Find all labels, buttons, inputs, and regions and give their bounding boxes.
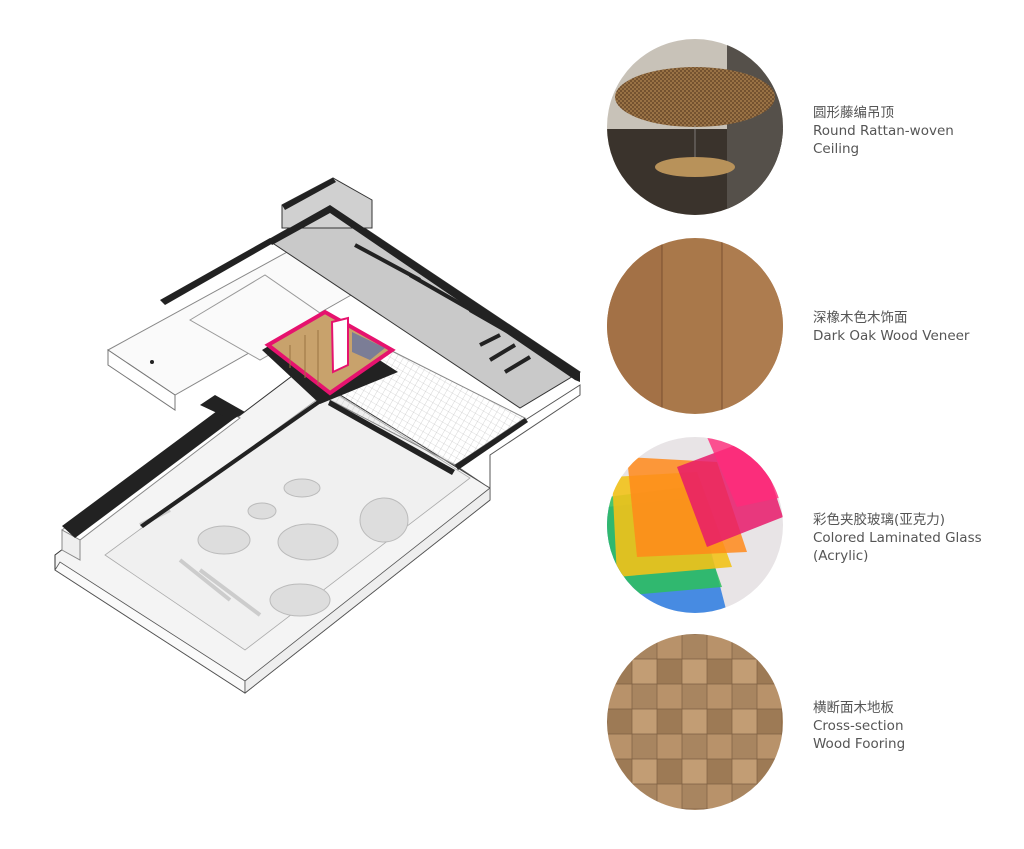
material-label-oak: 深橡木色木饰面 Dark Oak Wood Veneer xyxy=(813,309,969,345)
material-name-en: Colored Laminated Glass xyxy=(813,530,982,546)
oak-veneer-swatch xyxy=(607,238,783,414)
material-name-en: (Acrylic) xyxy=(813,548,869,564)
axonometric-floor-plan xyxy=(54,177,581,694)
highlighted-room xyxy=(264,309,396,396)
end-grain-floor-swatch xyxy=(607,634,783,810)
material-name-en: Cross-section xyxy=(813,718,904,734)
material-name-zh: 彩色夹胶玻璃(亚克力) xyxy=(813,512,946,528)
material-name-en: Wood Fooring xyxy=(813,736,906,752)
material-name-zh: 圆形藤编吊顶 xyxy=(813,105,894,121)
material-label-glass: 彩色夹胶玻璃(亚克力) Colored Laminated Glass (Acr… xyxy=(813,511,982,565)
material-label-rattan: 圆形藤编吊顶 Round Rattan-woven Ceiling xyxy=(813,104,954,158)
material-name-en: Dark Oak Wood Veneer xyxy=(813,328,970,344)
material-name-en: Ceiling xyxy=(813,141,860,157)
colored-glass-swatch xyxy=(607,437,783,613)
lounge-area xyxy=(104,389,471,651)
material-label-floor: 横断面木地板 Cross-section Wood Fooring xyxy=(813,699,905,753)
material-name-en: Round Rattan-woven xyxy=(813,123,954,139)
material-name-zh: 深橡木色木饰面 xyxy=(813,310,908,326)
rattan-ceiling-swatch xyxy=(607,39,783,215)
material-name-zh: 横断面木地板 xyxy=(813,700,894,716)
